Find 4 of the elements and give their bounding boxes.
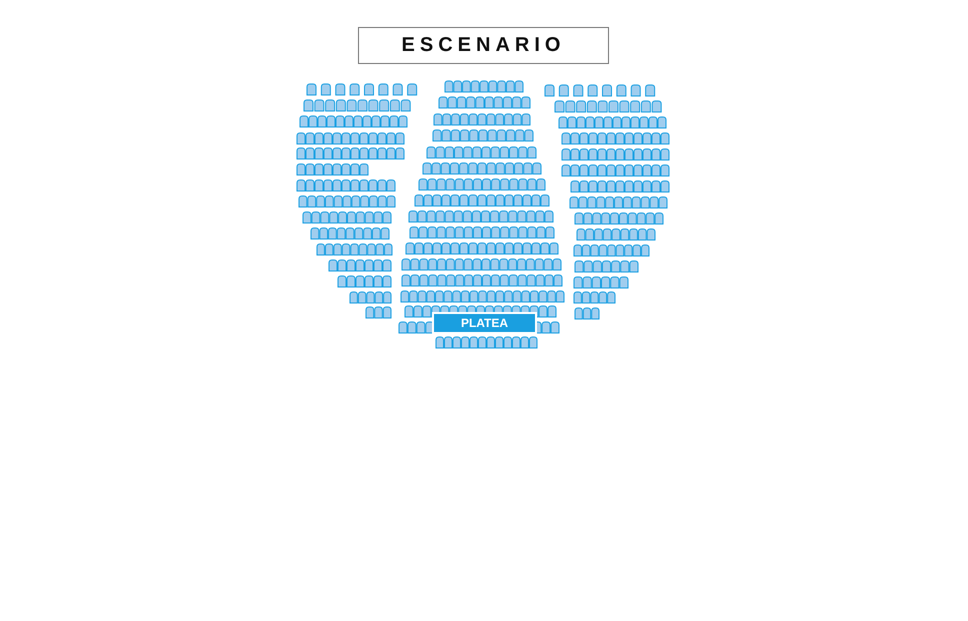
stage-box — [358, 27, 609, 64]
section-box — [432, 312, 537, 334]
stage-label: ESCENARIO — [402, 34, 566, 57]
section-label: PLATEA — [460, 316, 508, 330]
